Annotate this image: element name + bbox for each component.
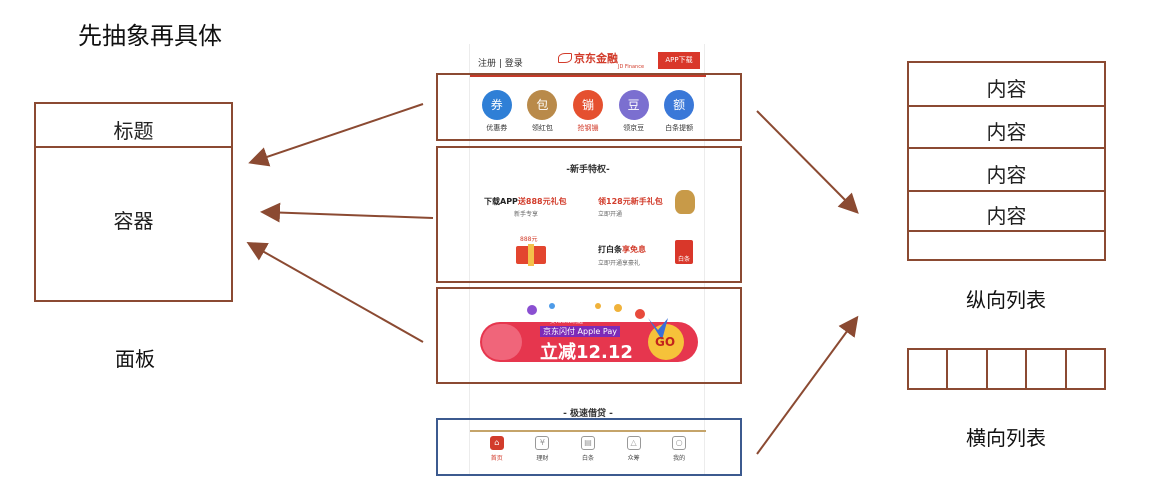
home-icon: ⌂ — [489, 436, 504, 450]
chart-up-icon: 额 — [664, 90, 695, 120]
vertical-list-item: 内容 — [986, 77, 1027, 101]
loan-section-divider — [470, 430, 706, 432]
tab-label: 首页 — [490, 455, 503, 462]
quick-entry-label: 白条提额 — [665, 124, 694, 132]
quick-entry-label: 领红包 — [531, 124, 553, 132]
vertical-list-item: 内容 — [986, 120, 1027, 144]
panel-title: 标题 — [113, 119, 154, 143]
annotation-box-banner — [436, 287, 742, 384]
arrow-icons-to-vertical-list — [756, 110, 859, 214]
vertical-list-diagram: 内容 内容 内容 内容 — [907, 61, 1106, 261]
newbie-item-baitiao-sub: 立即开通享豪礼 — [598, 260, 641, 267]
quick-entry-label: 抢钢镚 — [577, 124, 599, 132]
vertical-list-item: 内容 — [986, 204, 1027, 228]
yen-icon: ¥ — [535, 436, 550, 450]
card-icon: ▤ — [580, 436, 595, 450]
coupon-icon: 券 — [481, 90, 512, 120]
promo-banner-top-text: 买YOUNG而起 — [550, 319, 583, 325]
arrow-banner-to-panel — [246, 242, 424, 343]
arrow-newbie-to-panel — [260, 202, 434, 223]
vertical-list-divider — [909, 190, 1104, 192]
horizontal-list-cell — [1027, 350, 1067, 388]
tab-profile[interactable]: ○ 我的 — [659, 436, 699, 462]
tab-label: 理财 — [536, 455, 549, 462]
gift-box-icon: 888元 — [514, 234, 548, 266]
tab-crowdfunding[interactable]: △ 众筹 — [614, 436, 654, 462]
annotation-box-icons — [436, 73, 742, 141]
register-login-link[interactable]: 注册 | 登录 — [478, 59, 523, 69]
promo-banner-go[interactable]: GO — [655, 335, 676, 349]
quick-entry-label: 领京豆 — [623, 124, 645, 132]
horizontal-list-cell — [988, 350, 1028, 388]
quick-entry-jd-beans[interactable]: 豆 领京豆 — [611, 90, 657, 133]
quick-entry-coupon[interactable]: 券 优惠券 — [474, 90, 520, 133]
jd-finance-logo-text: 京东金融 — [574, 52, 618, 65]
tab-label: 众筹 — [627, 455, 640, 462]
newbie-item-gift-pack-sub: 立即开通 — [598, 211, 623, 218]
loan-section-title: - 极速借贷 - — [563, 409, 613, 419]
horizontal-list-cell — [909, 350, 949, 388]
user-icon: ○ — [672, 436, 687, 450]
tab-baitiao[interactable]: ▤ 白条 — [568, 436, 608, 462]
panel-caption: 面板 — [115, 347, 155, 371]
newbie-section-title: -新手特权- — [566, 165, 610, 175]
horizontal-list-cell — [948, 350, 988, 388]
coin-icon: 镚 — [572, 90, 603, 120]
promo-banner[interactable]: 买YOUNG而起 京东闪付 Apple Pay 立减12.12 GO — [480, 300, 698, 370]
newbie-item-baitiao[interactable]: 打白条享免息 — [598, 245, 646, 254]
money-bag-icon — [675, 190, 695, 214]
jd-finance-logo-icon — [558, 53, 572, 63]
annotation-box-newbie — [436, 146, 742, 283]
gift-box-icon: 豆 — [618, 90, 649, 120]
quick-entry-row: 券 优惠券 包 领红包 镚 抢钢镚 豆 领京豆 额 白条提额 — [474, 90, 702, 133]
tab-label: 白条 — [581, 455, 594, 462]
money-bag-icon: 包 — [527, 90, 558, 120]
tab-wealth[interactable]: ¥ 理财 — [522, 436, 562, 462]
quick-entry-red-packet[interactable]: 包 领红包 — [520, 90, 566, 133]
tab-home[interactable]: ⌂ 首页 — [477, 436, 517, 462]
arrow-icons-to-panel — [248, 103, 424, 167]
newbie-item-gift-pack[interactable]: 领128元新手礼包 — [598, 197, 663, 206]
quick-entry-label: 优惠券 — [486, 124, 508, 132]
vertical-list-caption: 纵向列表 — [966, 288, 1046, 312]
horizontal-list-diagram — [907, 348, 1106, 390]
mountain-icon: △ — [626, 436, 641, 450]
phone-screenshot: 注册 | 登录 京东金融 JD Finance APP下载 券 优惠券 包 领红… — [469, 44, 706, 474]
promo-banner-line1: 京东闪付 Apple Pay — [540, 326, 620, 337]
promo-banner-graphic — [480, 303, 698, 362]
panel-diagram: 标题 容器 — [34, 102, 233, 302]
quick-entry-coins[interactable]: 镚 抢钢镚 — [565, 90, 611, 133]
panel-divider — [36, 146, 231, 148]
app-download-button[interactable]: APP下载 — [658, 52, 700, 69]
baitiao-card-icon: 白条 — [675, 240, 693, 264]
phone-topbar: 注册 | 登录 京东金融 JD Finance APP下载 — [470, 44, 706, 77]
page-heading: 先抽象再具体 — [78, 22, 222, 50]
promo-banner-line2: 立减12.12 — [540, 342, 633, 363]
tab-label: 我的 — [673, 455, 686, 462]
arrow-tabbar-to-horizontal-list — [756, 315, 859, 455]
vertical-list-item: 内容 — [986, 163, 1027, 187]
vertical-list-divider — [909, 105, 1104, 107]
newbie-item-download-sub: 新手专享 — [514, 211, 539, 218]
bottom-tab-bar: ⌂ 首页 ¥ 理财 ▤ 白条 △ 众筹 ○ 我的 — [474, 436, 702, 462]
jd-finance-logo-sub: JD Finance — [618, 64, 645, 70]
horizontal-list-caption: 横向列表 — [966, 426, 1046, 450]
annotation-box-tabbar — [436, 418, 742, 476]
vertical-list-divider — [909, 230, 1104, 232]
quick-entry-credit-raise[interactable]: 额 白条提额 — [656, 90, 702, 133]
newbie-item-download[interactable]: 下载APP送888元礼包 — [484, 197, 567, 206]
panel-body: 容器 — [113, 209, 154, 233]
vertical-list-divider — [909, 147, 1104, 149]
